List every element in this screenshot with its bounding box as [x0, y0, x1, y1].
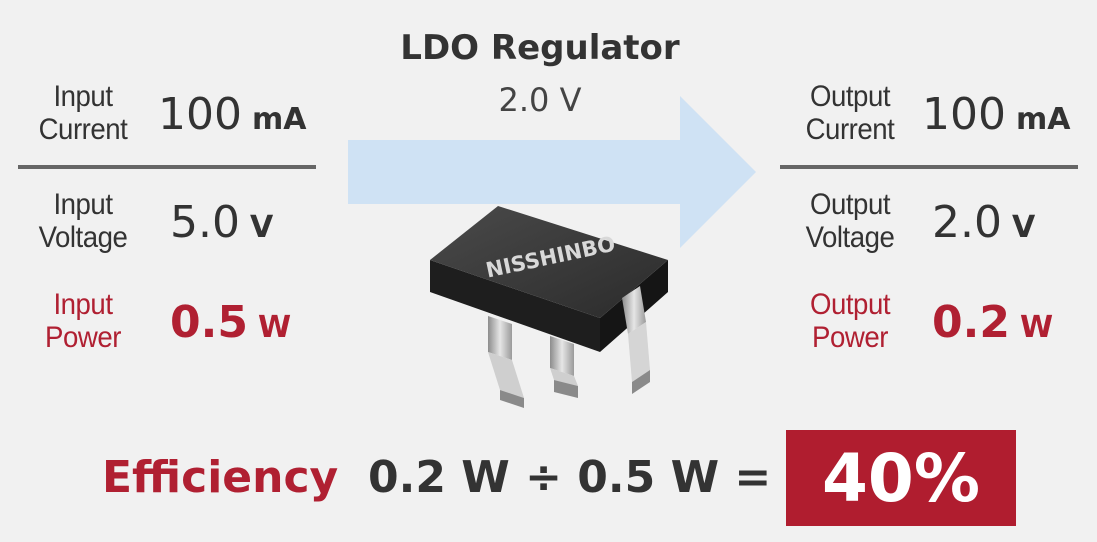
input-voltage-label: Input Voltage: [23, 188, 143, 254]
output-power-value: 0.2 W: [932, 298, 1053, 353]
input-divider: [18, 165, 316, 169]
input-power-label-line1: Input: [53, 288, 113, 321]
output-current-value: 100 mA: [922, 90, 1070, 145]
output-power-label-line1: Output: [809, 288, 891, 321]
chip-leg-1: [488, 316, 524, 408]
output-power-unit: W: [1019, 310, 1054, 345]
output-voltage-group: Output Voltage 2.0 V: [780, 188, 1080, 258]
input-current-group: Input Current 100 mA: [18, 80, 318, 150]
output-current-group: Output Current 100 mA: [780, 80, 1080, 150]
input-voltage-value: 5.0 V: [170, 198, 273, 253]
output-voltage-unit: V: [1011, 210, 1036, 245]
chip-leg-2: [550, 336, 578, 398]
chip-top: [430, 206, 668, 318]
output-current-number: 100: [922, 89, 1006, 140]
output-current-label-line1: Output: [809, 80, 891, 113]
input-power-label-line2: Power: [45, 321, 121, 354]
output-voltage-label: Output Voltage: [786, 188, 915, 254]
chip-leg-3: [622, 286, 650, 394]
efficiency-result: 40%: [786, 430, 1016, 526]
input-current-label-line2: Current: [38, 113, 128, 146]
output-voltage-value: 2.0 V: [932, 198, 1035, 253]
input-power-number: 0.5: [170, 297, 248, 348]
input-power-label: Input Power: [23, 288, 143, 354]
input-power-unit: W: [257, 310, 292, 345]
input-current-value: 100 mA: [158, 90, 306, 145]
output-power-number: 0.2: [932, 297, 1010, 348]
efficiency-label: Efficiency: [102, 452, 339, 503]
chip-side-front: [430, 260, 600, 352]
input-current-label: Input Current: [23, 80, 143, 146]
flow-arrow-shape: [348, 96, 756, 248]
input-voltage-label-line2: Voltage: [38, 221, 128, 254]
output-divider: [780, 165, 1078, 169]
output-current-label-line2: Current: [805, 113, 895, 146]
output-current-unit: mA: [1015, 102, 1071, 137]
input-current-label-line1: Input: [53, 80, 113, 113]
regulator-title: LDO Regulator: [400, 28, 680, 68]
input-voltage-group: Input Voltage 5.0 V: [18, 188, 318, 258]
output-power-group: Output Power 0.2 W: [780, 288, 1080, 358]
input-voltage-unit: V: [249, 210, 274, 245]
input-power-value: 0.5 W: [170, 298, 291, 353]
output-power-label: Output Power: [786, 288, 915, 354]
input-power-group: Input Power 0.5 W: [18, 288, 318, 358]
input-current-unit: mA: [251, 102, 307, 137]
chip-illustration: NISSHINBO: [430, 206, 668, 408]
output-power-label-line2: Power: [812, 321, 888, 354]
output-voltage-number: 2.0: [932, 197, 1002, 248]
output-voltage-label-line1: Output: [809, 188, 891, 221]
input-voltage-number: 5.0: [170, 197, 240, 248]
input-voltage-label-line1: Input: [53, 188, 113, 221]
regulator-voltage: 2.0 V: [498, 81, 582, 119]
output-current-label: Output Current: [786, 80, 915, 146]
efficiency-equation: 0.2 W ÷ 0.5 W =: [368, 452, 772, 503]
input-current-number: 100: [158, 89, 242, 140]
output-voltage-label-line2: Voltage: [805, 221, 895, 254]
